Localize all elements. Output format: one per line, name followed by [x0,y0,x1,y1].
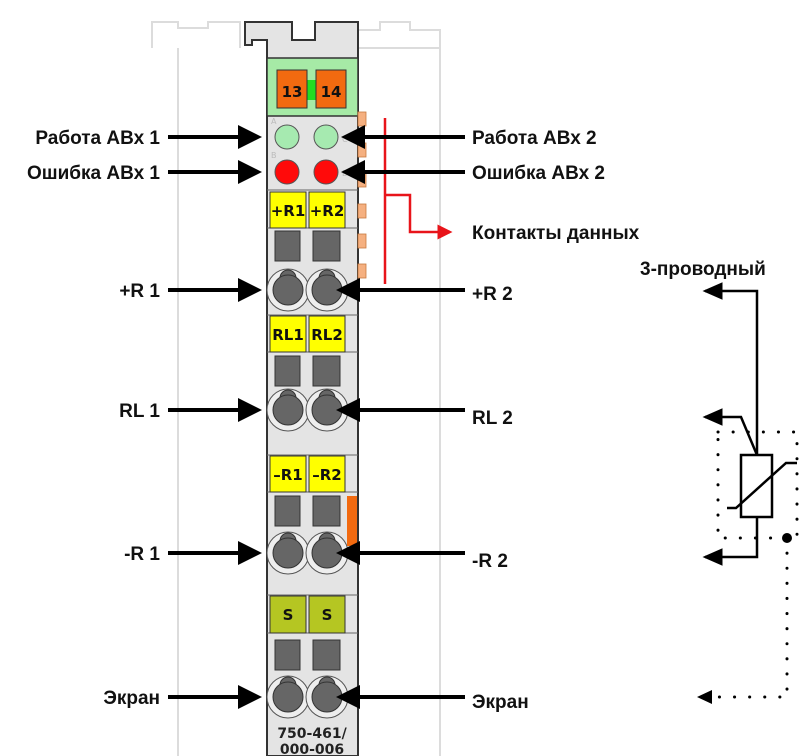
tag-rl1 [269,315,307,353]
tag-plus-r2-text: +R2 [310,202,345,220]
three-wire-rtd-schematic: 3-проводный [640,259,799,704]
tag-s2-text: S [322,606,333,624]
led-error-1 [274,159,300,185]
clamp-opening [272,389,304,426]
release-button [274,230,301,262]
wiring-title: 3-проводный [640,259,766,280]
label-minus-r2: -R 2 [472,551,508,572]
label-rl1: RL 1 [119,401,160,422]
clamp-opening [311,676,343,713]
led-run-2 [313,124,339,150]
label-plus-r2: +R 2 [472,284,513,305]
rtd-variable-line [727,461,797,510]
led-run-1 [274,124,300,150]
tag-s1 [269,595,307,634]
orange-side-bar [347,496,357,546]
label-error-2: Ошибка АВх 2 [472,163,605,184]
tag-plus-r1-text: +R1 [271,202,306,220]
clamp-opening [272,532,304,569]
tag-minus-r1 [269,455,307,493]
label-rl2: RL 2 [472,408,513,429]
right-labels: Работа АВх 2 Ошибка АВх 2 Контакты данны… [472,128,640,713]
tag-rl1-text: RL1 [272,326,304,344]
wire-plus-r [702,282,759,455]
io-module: 13 14 A B C D +R1 +R2 RL1 [244,21,367,756]
terminal-14-label: 14 [321,83,342,101]
clamp-opening [311,389,343,426]
shield-dotted [710,430,799,699]
led-letter-a: A [271,117,277,126]
release-button [274,495,301,527]
label-run-2: Работа АВх 2 [472,128,597,149]
release-button [312,355,341,387]
tag-plus-r2 [308,191,346,229]
tag-plus-r1 [269,191,307,229]
clamp-opening [272,676,304,713]
rtd-resistor [739,453,774,519]
part-number-line2: 000-006 [280,742,344,756]
tag-minus-r1-text: –R1 [273,466,303,484]
label-shield-2: Экран [472,692,529,713]
terminal-14 [315,69,347,109]
release-button [312,639,341,671]
release-button [312,495,341,527]
data-contacts-pointer [383,118,453,284]
shield-arrow-icon [697,690,712,704]
wire-minus-r [702,517,759,566]
clamp-opening [272,269,304,306]
release-button [312,230,341,262]
tag-minus-r2 [308,455,346,493]
part-number-line1: 750-461/ [277,726,347,742]
terminal-13-label: 13 [282,83,303,101]
tag-minus-r2-text: –R2 [312,466,342,484]
release-button [274,639,301,671]
neighbor-modules-outline [151,21,441,756]
label-shield-1: Экран [103,688,160,709]
shield-junction-dot [782,533,792,543]
led-letter-b: B [271,151,277,160]
left-labels: Работа АВх 1 Ошибка АВх 1 +R 1 RL 1 -R 1… [27,128,160,709]
wire-rl [702,408,759,456]
led-error-2 [313,159,339,185]
label-data-contacts: Контакты данных [472,223,640,244]
tag-rl2 [308,315,346,353]
tag-s2 [308,595,346,634]
label-run-1: Работа АВх 1 [35,128,160,149]
label-plus-r1: +R 1 [119,281,160,302]
label-minus-r1: -R 1 [124,544,160,565]
tag-s1-text: S [283,606,294,624]
release-button [274,355,301,387]
label-error-1: Ошибка АВх 1 [27,163,160,184]
tag-rl2-text: RL2 [311,326,343,344]
terminal-13 [276,69,308,109]
